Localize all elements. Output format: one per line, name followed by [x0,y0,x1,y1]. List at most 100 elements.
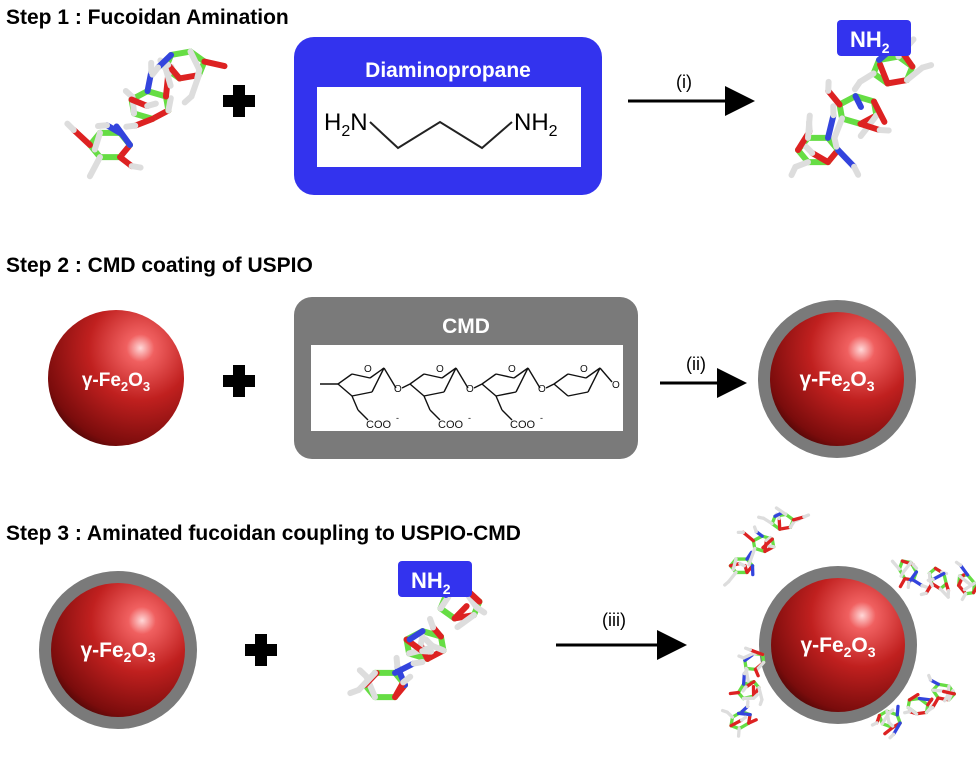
aminated-fucoidan-molecule [788,36,935,179]
molecule-bond [851,78,863,93]
molecule-bond [906,580,911,590]
molecule-bond [751,685,756,698]
molecule-bond [736,682,746,695]
cmd-bond [351,391,373,397]
cmd-bond [545,383,555,389]
cmd-bond [443,367,457,393]
molecule-bond [931,696,940,710]
molecule-bond [931,571,946,581]
molecule-bond [941,689,956,696]
molecule-bond [392,660,417,676]
molecule-bond [122,88,136,101]
molecule-bond [729,718,744,728]
molecule-bond [926,577,935,582]
molecule-bond [887,708,895,715]
molecule-bond [895,713,902,725]
fucoidan-functionalized-particle: γ-Fe2O3 [720,506,976,740]
molecule-bond [149,64,162,78]
svg-text:γ-Fe2O3: γ-Fe2O3 [799,368,874,394]
molecule-bond [802,513,811,519]
molecule-bond [957,583,968,596]
molecule-bond [926,705,935,713]
cmd-bond [567,391,589,397]
molecule-bond [946,588,951,598]
cmd-bond [429,409,441,421]
molecule-bond [891,721,902,736]
molecule-bond [911,578,924,588]
ring-oxygen-label: O [364,364,372,375]
cmd-bond [495,391,517,397]
cmd-bond [383,367,397,389]
cmd-bond [567,373,587,379]
molecule-bond [898,577,907,589]
molecule-bond [741,671,747,686]
reaction-arrow-i: (i) [628,72,755,116]
step1-title: Step 1 : Fucoidan Amination [6,6,289,29]
molecule-bond [473,604,488,616]
molecule-bond [165,95,174,114]
molecule-bond [757,685,764,702]
cmd-bond [351,373,371,379]
molecule-bond [726,570,738,584]
arrow-label-ii: (ii) [686,354,706,374]
molecule-bond [748,648,765,657]
molecule-bond [741,530,756,543]
cmd-bond [337,373,353,385]
molecule-bond [728,690,741,696]
grafted-fucoidan [723,506,811,587]
molecule-bond [958,563,970,577]
molecule-bond [406,628,426,643]
plus-icon [223,85,255,117]
molecule-bond [187,48,203,73]
step3-title: Step 3 : Aminated fucoidan coupling to U… [6,522,521,545]
nh2-tag: NH2 [837,20,911,56]
molecule-bond [962,581,976,592]
molecule-bond [755,660,766,672]
molecule-bond [417,633,426,649]
glycosidic-oxygen-label: O [466,384,474,395]
cmd-bond [473,383,483,389]
molecule-bond [94,122,110,130]
arrow-label-i: (i) [676,72,692,92]
molecule-bond [942,694,949,703]
coated-particle: γ-Fe2O3 [39,571,197,729]
molecule-bond [911,562,919,570]
molecule-bond [899,570,906,578]
diaminopropane-label: Diaminopropane [365,59,531,82]
molecule-bond [778,525,793,531]
molecule-bond [907,692,920,702]
ring-oxygen-label: O [580,364,588,375]
molecule-bond [895,704,900,717]
molecule-bond [919,62,935,71]
molecule-bond [907,570,919,585]
molecule-bond [162,65,174,89]
ring-oxygen-label: O [508,364,516,375]
molecule-bond [965,573,976,585]
cmd-bond [369,367,385,379]
cmd-bond [587,367,601,393]
molecule-bond [201,58,228,70]
molecule-bond [887,720,895,728]
molecule-bond [788,163,799,179]
molecule-bond [410,658,426,667]
molecule-bond [936,682,951,688]
molecule-bond [831,134,840,150]
molecule-bond [870,98,888,125]
molecule-bond [757,515,766,520]
h2n-label: H2N [324,109,368,140]
molecule-bond [836,93,859,108]
diaminopropane-box: Diaminopropane H2N NH2 [294,37,602,195]
molecule-bond [852,93,864,110]
molecule-bond [761,537,774,550]
molecule-bond [741,685,748,693]
molecule-bond [168,48,194,58]
glycosidic-oxygen-label: O [394,384,402,395]
molecule-bond [764,543,776,549]
cmd-bond [357,409,369,421]
plus-icon [223,365,255,397]
cmd-bond [423,395,431,411]
carboxylate-label: COO [366,419,392,431]
